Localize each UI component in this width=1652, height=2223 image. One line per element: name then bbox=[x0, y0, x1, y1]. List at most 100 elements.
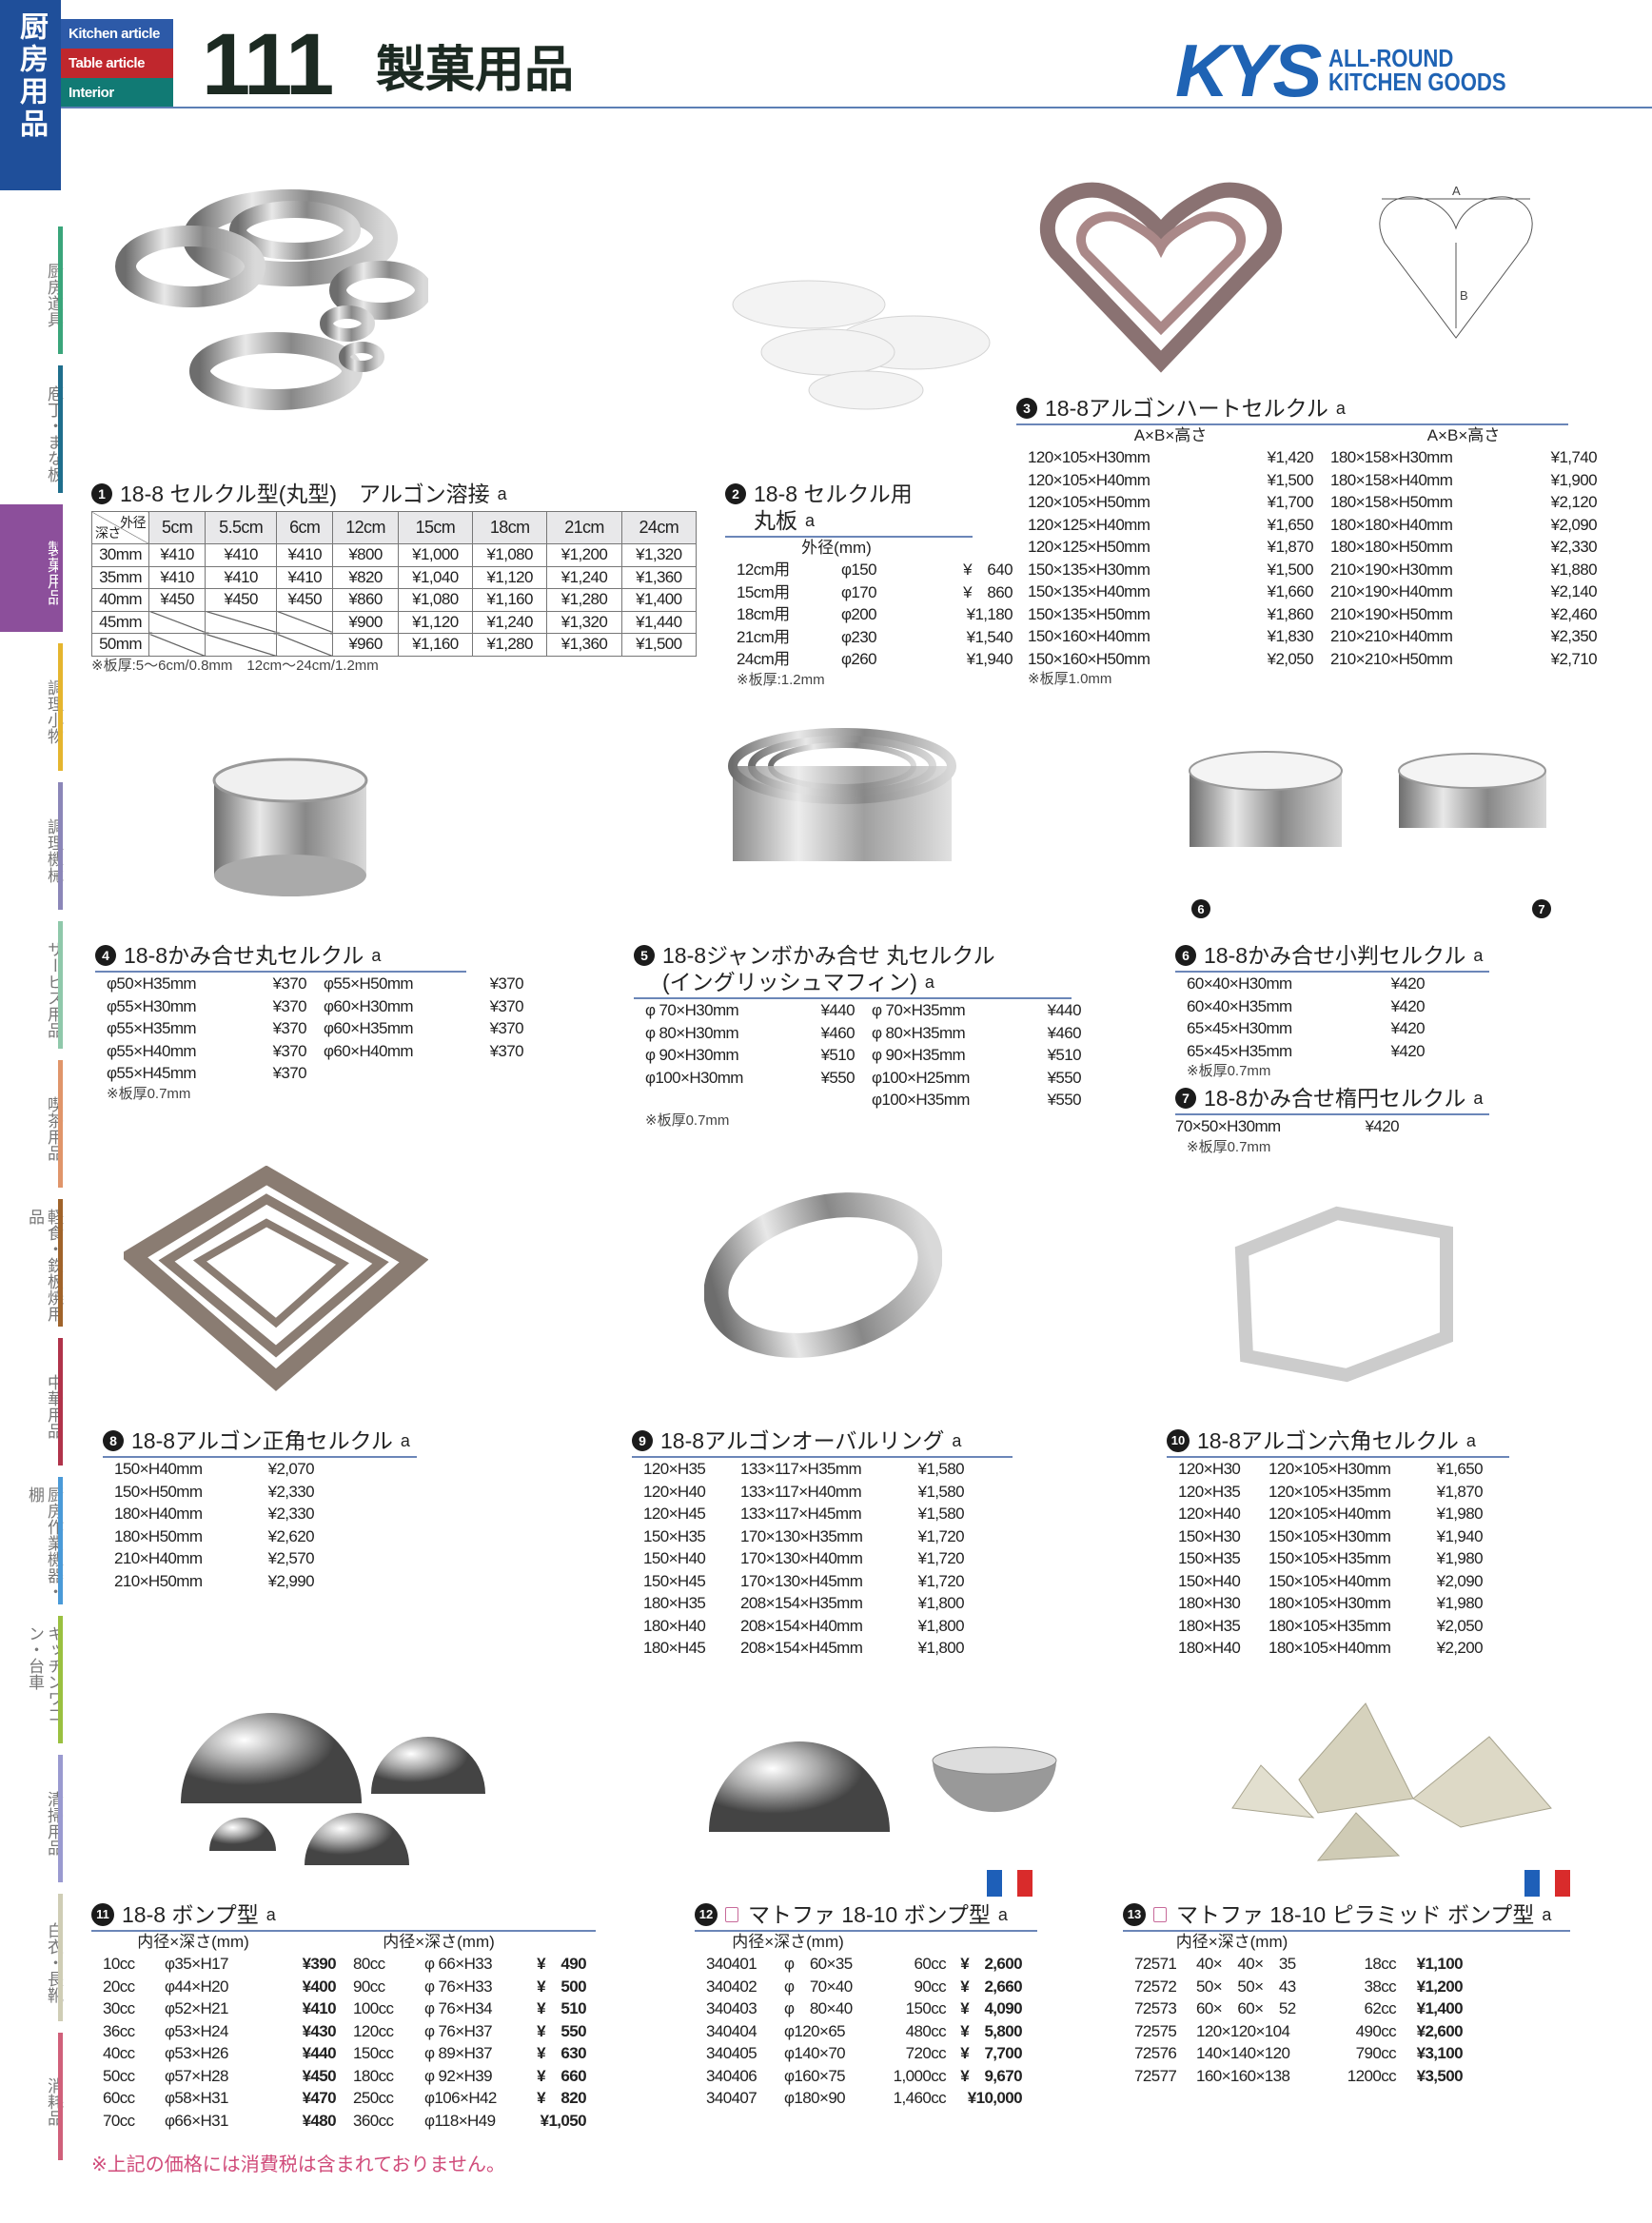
sidebar-tab[interactable]: 白衣・長靴 bbox=[0, 1894, 63, 2021]
price-cell: ¥1,120 bbox=[472, 565, 548, 589]
product-name: マトファ 18-10 ピラミッド ボンプ型 bbox=[1176, 1902, 1535, 1927]
price-cell bbox=[276, 633, 334, 657]
sidebar-tab[interactable]: 調理機械 bbox=[0, 782, 63, 910]
spec-value: φ60×H35mm bbox=[324, 1019, 414, 1037]
spec-row: φ 90×H30mm¥510 bbox=[645, 1044, 856, 1067]
sidebar-tab[interactable]: キッチンワゴン・台車 bbox=[0, 1616, 63, 1743]
price: ¥430 bbox=[302, 2021, 337, 2040]
france-flag-icon bbox=[987, 1870, 1032, 1897]
sidebar-tab[interactable]: 清掃用品 bbox=[0, 1755, 63, 1882]
depth-cell: 45mm bbox=[91, 610, 149, 634]
spec-value: 480cc bbox=[905, 2021, 947, 2040]
spec-value: 210×H40mm bbox=[114, 1549, 203, 1567]
price: ¥ 630 bbox=[537, 2044, 586, 2062]
spec-value: φ118×H49 bbox=[424, 2111, 496, 2130]
interlocking-round-cercle-image bbox=[212, 757, 368, 896]
price: ¥550 bbox=[1047, 1091, 1082, 1109]
spec-value: 50cc bbox=[103, 2066, 135, 2085]
title-underline bbox=[725, 536, 973, 538]
matfer-brand-icon bbox=[1153, 1907, 1167, 1922]
price: ¥1,580 bbox=[917, 1482, 965, 1501]
spec-value: 1,460cc bbox=[893, 2089, 947, 2107]
title-underline bbox=[632, 1456, 1013, 1458]
price-cell: ¥1,240 bbox=[472, 610, 548, 634]
spec-value: 70×50×H30mm bbox=[1175, 1117, 1281, 1135]
spec-value: 180×158×H30mm bbox=[1330, 448, 1453, 466]
spec-value: 180×158×H50mm bbox=[1330, 493, 1453, 511]
grade-label: a bbox=[952, 1431, 962, 1450]
price: ¥1,660 bbox=[1267, 582, 1314, 600]
spec-row: 180×158×H40mm¥1,900 bbox=[1330, 469, 1598, 492]
product-name: 18-8 セルクル用 bbox=[754, 482, 913, 506]
price: ¥2,990 bbox=[267, 1571, 315, 1590]
sidebar-tab[interactable]: 消耗品 bbox=[0, 2033, 63, 2160]
spec-value: φ100×H25mm bbox=[872, 1068, 970, 1087]
sidebar-tab[interactable]: 喫茶用品 bbox=[0, 1060, 63, 1188]
spec-value: φ50×H35mm bbox=[107, 974, 197, 993]
price: ¥2,710 bbox=[1550, 649, 1598, 668]
spec-value: 38cc bbox=[1364, 1977, 1396, 1996]
price: ¥ 640 bbox=[963, 561, 1013, 579]
column-header: 12cm bbox=[332, 511, 399, 544]
spec-value: φ53×H24 bbox=[165, 2021, 228, 2040]
sidebar-tab[interactable]: 軽食・鉄板焼用品 bbox=[0, 1199, 63, 1327]
spec-value: 150×105×H35mm bbox=[1268, 1549, 1391, 1567]
price: ¥ 5,800 bbox=[960, 2021, 1022, 2040]
spec-value: 180×105×H40mm bbox=[1268, 1639, 1391, 1657]
item-number-badge: 10 bbox=[1167, 1429, 1190, 1452]
spec-value: 65×45×H35mm bbox=[1187, 1041, 1292, 1060]
sidebar-tab[interactable]: サービス用品 bbox=[0, 921, 63, 1049]
spec-value: φ55×H50mm bbox=[324, 974, 414, 993]
sidebar-tab[interactable]: 中華用品 bbox=[0, 1338, 63, 1466]
price-cell: ¥410 bbox=[276, 565, 334, 589]
sidebar-tab[interactable]: 厨房道具 bbox=[0, 226, 63, 354]
spec-value: 133×117×H35mm bbox=[740, 1460, 862, 1478]
spec-value: 180×180×H50mm bbox=[1330, 538, 1453, 556]
price-cell: ¥1,440 bbox=[620, 610, 698, 634]
spec-value: 72571 bbox=[1134, 1955, 1177, 1973]
price: ¥2,600 bbox=[1416, 2021, 1464, 2040]
grade-label: a bbox=[805, 511, 816, 530]
price: ¥2,090 bbox=[1550, 515, 1598, 534]
spec-value: 100cc bbox=[353, 1999, 394, 2017]
spec-value: 133×117×H45mm bbox=[740, 1505, 862, 1523]
spec-value: φ120×65 bbox=[784, 2021, 846, 2040]
sidebar-tab[interactable]: 厨房作業機器・棚 bbox=[0, 1477, 63, 1604]
spec-value: φ 70×H30mm bbox=[645, 1001, 739, 1019]
sidebar-tab[interactable]: 庖丁・まな板 bbox=[0, 365, 63, 493]
product-name: 18-8かみ合せ丸セルクル bbox=[124, 943, 364, 968]
sidebar-tab[interactable]: 調理小物 bbox=[0, 643, 63, 771]
spec-value: 90cc bbox=[353, 1977, 385, 1996]
tab-color-bar bbox=[58, 921, 63, 1049]
price: ¥1,540 bbox=[966, 627, 1013, 646]
item-number-badge: 4 bbox=[95, 945, 116, 966]
spec-value: 150×135×H30mm bbox=[1028, 560, 1150, 579]
sidebar-tab[interactable]: 製菓用品 bbox=[0, 504, 63, 632]
price: ¥1,800 bbox=[917, 1594, 965, 1612]
depth-cell: 35mm bbox=[91, 565, 149, 589]
spec-row: 210×190×H50mm¥2,460 bbox=[1330, 603, 1598, 626]
price-cell: ¥450 bbox=[148, 588, 206, 612]
price: ¥2,330 bbox=[1550, 538, 1598, 556]
spec-row: φ100×H35mm¥550 bbox=[872, 1089, 1082, 1112]
spec-value: 120×H45 bbox=[643, 1505, 706, 1523]
spec-row: 210×210×H50mm¥2,710 bbox=[1330, 648, 1598, 671]
item-number-badge: 2 bbox=[725, 483, 746, 504]
price: ¥1,880 bbox=[1550, 560, 1598, 579]
price: ¥510 bbox=[820, 1046, 856, 1064]
price-cell: ¥1,080 bbox=[397, 588, 474, 612]
spec-value: 210×190×H40mm bbox=[1330, 582, 1453, 600]
